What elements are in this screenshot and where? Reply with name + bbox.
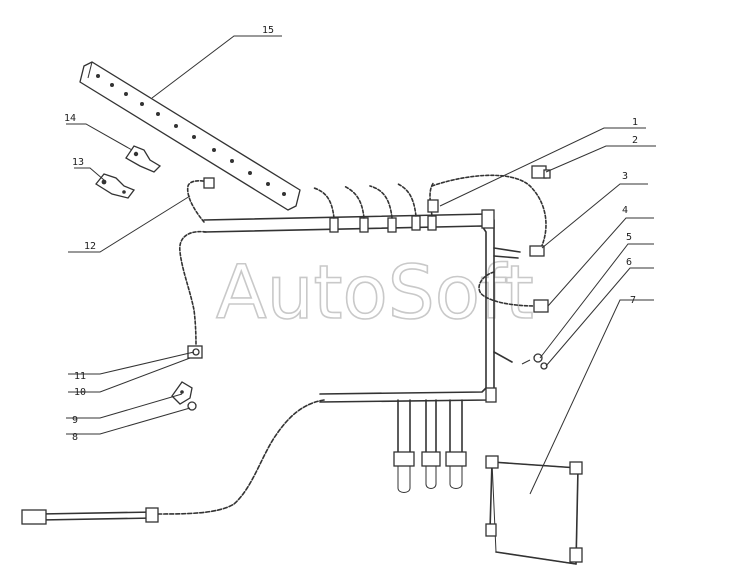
connector-4-5-assembly bbox=[478, 271, 549, 370]
callout-13: 13 bbox=[72, 157, 84, 168]
callout-15: 15 bbox=[262, 25, 274, 36]
bracket-part-8-9 bbox=[171, 381, 197, 411]
callout-10: 10 bbox=[74, 387, 86, 398]
bracket-part-14 bbox=[125, 145, 162, 173]
callout-8: 8 bbox=[72, 432, 78, 443]
main-harness-trunk bbox=[203, 209, 521, 403]
bottom-connectors bbox=[393, 399, 467, 493]
callout-6: 6 bbox=[626, 257, 632, 268]
callout-2: 2 bbox=[632, 135, 638, 146]
panel-frame-part-7 bbox=[485, 455, 583, 565]
callout-11: 11 bbox=[74, 371, 86, 382]
callout-7: 7 bbox=[630, 295, 636, 306]
callout-4: 4 bbox=[622, 205, 628, 216]
callout-labels: 15 14 13 12 1 2 3 4 5 6 7 11 10 9 8 bbox=[64, 25, 638, 443]
left-sensor-harness bbox=[179, 177, 215, 359]
callout-5: 5 bbox=[626, 232, 632, 243]
callout-9: 9 bbox=[72, 415, 78, 426]
top-branches bbox=[313, 181, 435, 219]
bracket-part-13 bbox=[95, 173, 136, 199]
callout-12: 12 bbox=[84, 241, 96, 252]
callout-1: 1 bbox=[632, 117, 638, 128]
callout-3: 3 bbox=[622, 171, 628, 182]
mounting-bar-part-15 bbox=[79, 61, 301, 211]
callout-14: 14 bbox=[64, 113, 76, 124]
watermark-text: AutoSoft bbox=[216, 250, 534, 336]
lower-left-harness bbox=[21, 399, 325, 525]
leader-lines bbox=[66, 35, 656, 495]
